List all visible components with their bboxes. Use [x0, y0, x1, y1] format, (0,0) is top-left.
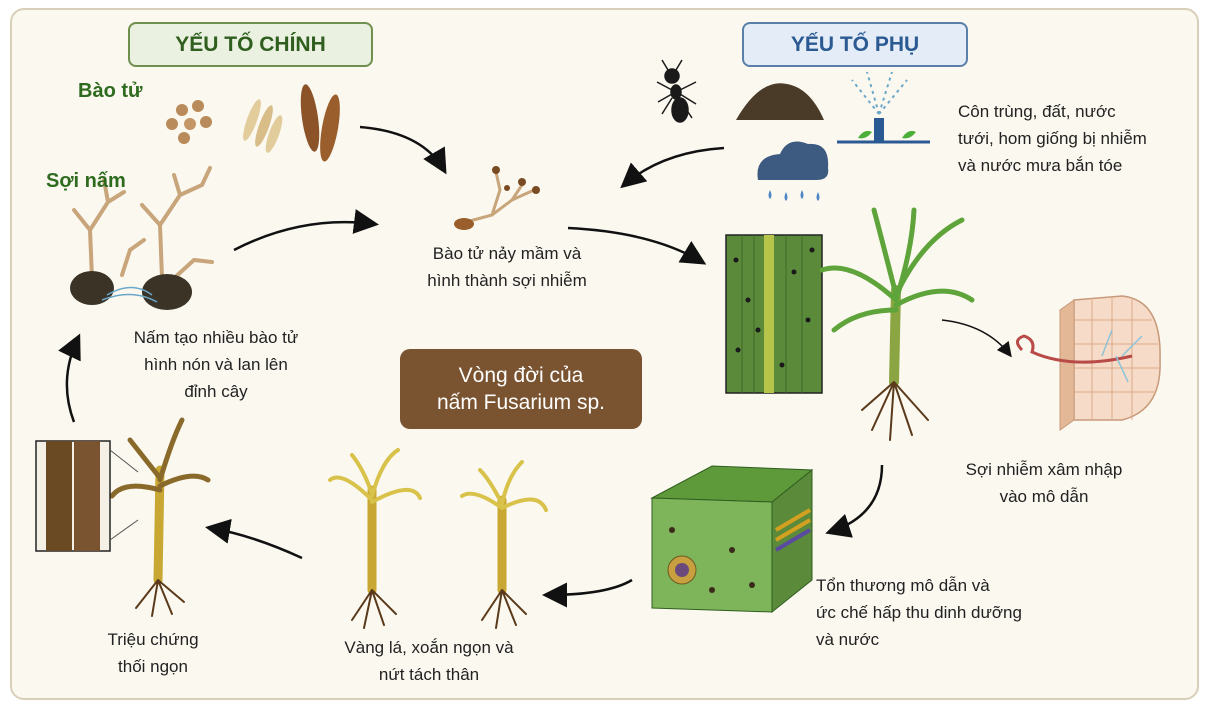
sugarcane-plant-icon	[819, 207, 975, 441]
tissue-damage-icon	[650, 465, 814, 614]
soil-clump-icon	[70, 271, 114, 305]
spores-label: Bào tử	[78, 80, 143, 102]
diagram-frame: YẾU TỐ CHÍNH YẾU TỐ PHỤ Bào tử Sợi nấm V…	[10, 8, 1199, 700]
symptom-line2: thối ngọn	[118, 657, 188, 676]
hypha-icon	[1016, 334, 1133, 364]
main-factors-header: YẾU TỐ CHÍNH	[128, 22, 373, 67]
symptom-text: Triệu chứng thối ngọn	[88, 626, 218, 680]
damage-line3: và nước	[816, 630, 880, 649]
infected-leaf-icon	[725, 234, 823, 394]
spore-spread-line2: hình nón và lan lên	[144, 355, 288, 374]
sprinkler-icon	[837, 71, 930, 144]
yellowing-line2: nứt tách thân	[378, 665, 480, 684]
lifecycle-title-line1: Vòng đời của	[458, 364, 584, 387]
yellow-plant-icon	[328, 448, 422, 629]
damage-line1: Tổn thương mô dẫn và	[816, 576, 990, 595]
spore-spread-text: Nấm tạo nhiều bào tử hình nón và lan lên…	[116, 324, 316, 405]
germinating-spore-icon	[454, 166, 540, 230]
lifecycle-title-line2: nấm Fusarium sp.	[436, 391, 606, 414]
cycle-arrows	[58, 125, 1012, 608]
mycelium-icon	[72, 166, 214, 282]
yellowing-line1: Vàng lá, xoắn ngọn và	[344, 638, 514, 657]
spore-icon	[166, 84, 340, 162]
secondary-factors-line1: Côn trùng, đất, nước	[958, 102, 1116, 121]
yellow-plant-icon	[460, 460, 548, 629]
soil-icon	[736, 83, 824, 120]
rotten-top-plant-icon	[109, 417, 211, 617]
spore-spread-line1: Nấm tạo nhiều bào tử	[133, 328, 299, 347]
secondary-factors-line2: tưới, hom giống bị nhiễm	[958, 129, 1147, 148]
symptom-line1: Triệu chứng	[107, 630, 199, 649]
soil-clump-icon	[142, 274, 192, 310]
invasion-text: Sợi nhiễm xâm nhập vào mô dẫn	[944, 456, 1144, 510]
secondary-factors-header: YẾU TỐ PHỤ	[742, 22, 968, 67]
spore-spread-line3: đỉnh cây	[184, 382, 248, 401]
germination-text: Bào tử nảy mầm và hình thành sợi nhiễm	[402, 240, 612, 294]
secondary-factors-text: Côn trùng, đất, nước tưới, hom giống bị …	[958, 98, 1188, 179]
rain-cloud-icon	[757, 141, 829, 201]
germination-line1: Bào tử nảy mầm và	[432, 244, 582, 263]
invasion-line2: vào mô dẫn	[999, 487, 1089, 506]
ant-icon	[656, 59, 697, 123]
secondary-factors-line3: và nước mưa bắn tóe	[958, 156, 1123, 175]
damage-line2: ức chế hấp thu dinh dưỡng	[816, 603, 1022, 622]
lifecycle-artwork	[35, 59, 1161, 629]
rotten-stem-icon	[35, 440, 139, 552]
yellowing-text: Vàng lá, xoắn ngọn và nứt tách thân	[324, 634, 534, 688]
lifecycle-title: Vòng đời của nấm Fusarium sp.	[400, 349, 642, 429]
damage-text: Tổn thương mô dẫn và ức chế hấp thu dinh…	[816, 572, 1056, 653]
mycelium-label: Sợi nấm	[46, 170, 126, 192]
germination-line2: hình thành sợi nhiễm	[427, 271, 587, 290]
invasion-line1: Sợi nhiễm xâm nhập	[965, 460, 1123, 479]
